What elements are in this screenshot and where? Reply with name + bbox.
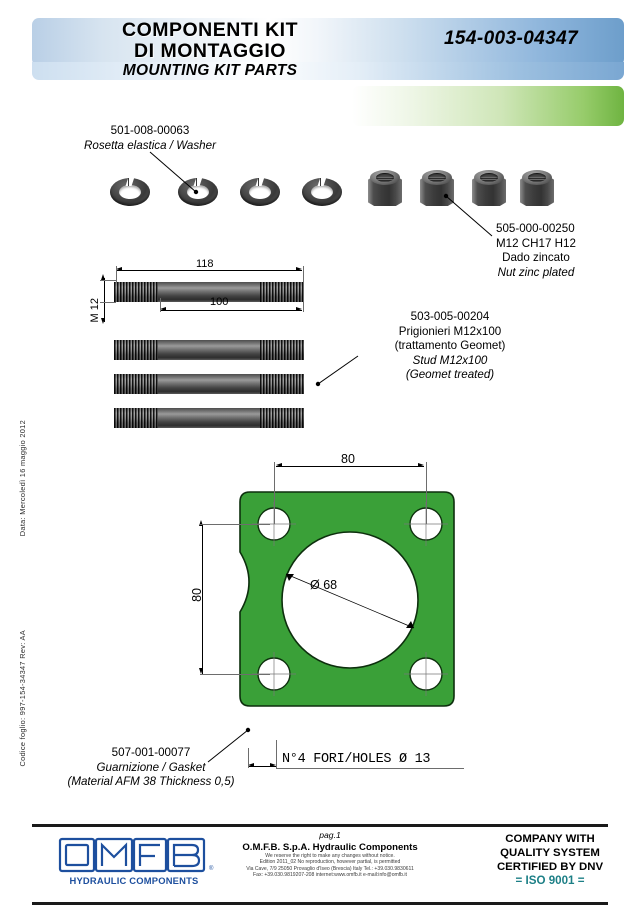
nut-part [368,168,402,208]
washer-part [178,177,218,206]
stud-dim-total-line [116,270,302,271]
gasket-center-bore [281,531,419,669]
sheet-code: Codice foglio: 997-154-34347 Rev: AA [18,630,27,767]
footer-contact: Fax: +39.030.9819207-208 internet:www.om… [253,872,407,879]
gasket-holes-note: N°4 FORI/HOLES Ø 13 [282,752,431,767]
washer-code: 501-008-00063 [110,124,190,137]
stud-code: 503-005-00204 [410,310,490,323]
page-header: COMPONENTI KIT DI MONTAGGIO MOUNTING KIT… [0,18,640,126]
omfb-logo: ® HYDRAULIC COMPONENTS [58,836,218,892]
gasket-hole-centermarks [252,502,448,696]
stud-part [114,408,304,428]
nut-description-it: Dado zincato [502,251,570,264]
stud-label: 503-005-00204 Prigionieri M12x100 (tratt… [360,310,540,383]
washer-part [240,177,280,206]
company-name: O.M.F.B. S.p.A. Hydraulic Components [242,842,418,853]
gasket-drawing: Ø 68 [232,478,472,726]
stud-dim-inner-text: 100 [210,296,229,308]
gasket-bore-dimline [285,573,415,629]
washer-description: Rosetta elastica / Washer [84,138,216,152]
stud-dim-thread-line [104,278,105,322]
footer-notice-1: We reserve the right to make any changes… [265,853,395,859]
footer-rule-top [32,824,608,827]
footer-company-block: pag.1 O.M.F.B. S.p.A. Hydraulic Componen… [215,830,445,879]
page-title-line1: COMPONENTI KIT [122,19,298,41]
gasket-holes-dimline [248,766,276,767]
header-blue-bar [32,18,624,66]
gasket-bore-text: Ø 68 [310,578,338,592]
gasket-dim-width-text: 80 [341,452,355,466]
gasket-dim-height-text: 80 [190,588,204,602]
nut-part [420,168,454,208]
omfb-logo-subtitle: HYDRAULIC COMPONENTS [69,875,199,886]
footer-notice-2: Edition 2011_02 No reproduction, however… [259,859,401,866]
nut-spec: M12 CH17 H12 [496,236,576,250]
cert-line-2: QUALITY SYSTEM [500,847,600,859]
page-subtitle: MOUNTING KIT PARTS [122,62,298,79]
washer-part [302,177,342,206]
cert-line-3: CERTIFIED BY DNV [496,861,604,873]
page-footer: ® HYDRAULIC COMPONENTS pag.1 O.M.F.B. S.… [0,824,640,906]
certification-block: COMPANY WITH QUALITY SYSTEM CERTIFIED BY… [470,832,630,888]
header-green-bar [352,86,624,126]
stud-dim-total-text: 118 [196,258,214,270]
header-blue-bar-lower [32,62,624,80]
cert-line-1: COMPANY WITH [505,833,595,845]
gasket-description: Guarnizione / Gasket [96,760,206,774]
page-title-line2: DI MONTAGGIO [134,40,286,62]
cert-iso-badge: = ISO 9001 = [515,874,585,887]
stud-dim-inner-line [160,310,302,311]
gasket-code: 507-001-00077 [111,746,191,759]
nut-part [520,168,554,208]
gasket-svg [239,491,455,707]
footer-rule-bottom [32,902,608,905]
stud-description-en: Stud M12x100 [412,353,488,367]
nut-description-en: Nut zinc plated [497,265,575,279]
part-code: 154-003-04347 [443,28,579,49]
stud-part [114,374,304,394]
washer-label: 501-008-00063 Rosetta elastica / Washer [55,124,245,153]
nut-code: 505-000-00250 [496,222,575,235]
stud-part [114,340,304,360]
nut-part [472,168,506,208]
nut-label: 505-000-00250 M12 CH17 H12 Dado zincato … [496,222,576,280]
sheet-date: Data: Mercoledì 16 maggio 2012 [18,420,27,537]
stud-dim-thread-text: M 12 [89,298,101,323]
page-title: COMPONENTI KIT DI MONTAGGIO [60,20,360,62]
footer-address: Via Cave, 7/9 25050 Provaglio d'Iseo (Br… [246,865,414,872]
omfb-logo-letters [58,837,206,873]
gasket-dim-width-line [276,466,424,467]
gasket-label: 507-001-00077 Guarnizione / Gasket (Mate… [46,746,256,790]
stud-treatment-en: (Geomet treated) [405,368,495,381]
gasket-material: (Material AFM 38 Thickness 0,5) [67,775,235,788]
stud-part [114,282,304,302]
washer-part [110,177,150,206]
omfb-logo-registered: ® [209,866,214,872]
stud-treatment-it: (trattamento Geomet) [394,339,506,352]
page-number: pag.1 [319,830,341,840]
gasket-dim-height-line [202,524,203,674]
stud-description-it: Prigionieri M12x100 [398,324,502,338]
